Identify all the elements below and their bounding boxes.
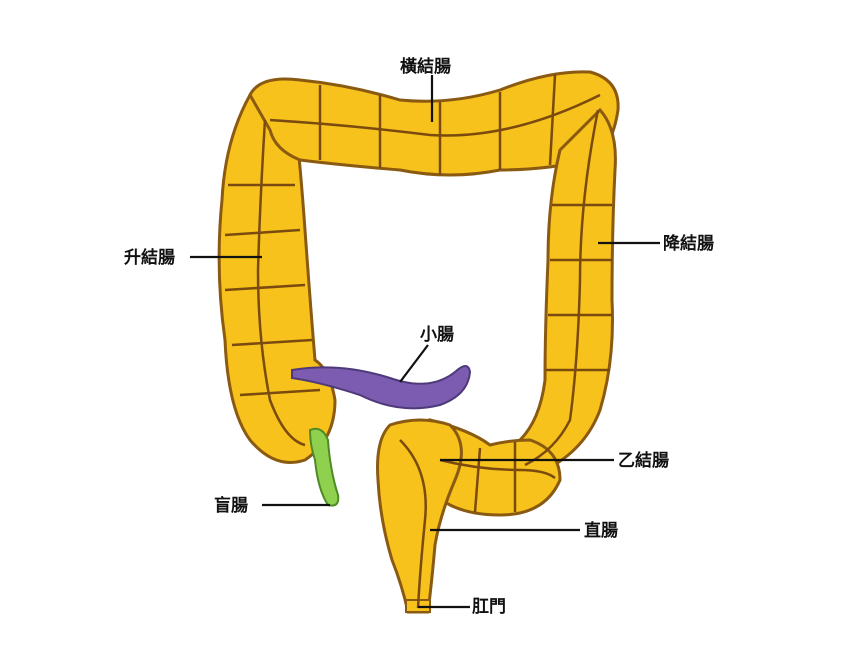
label-transverse-colon: 橫結腸 [400,56,451,77]
transverse-colon-shape [248,70,620,177]
label-small-intestine: 小腸 [420,325,454,345]
label-anus: 肛門 [472,597,506,617]
small-intestine-shape [291,365,472,410]
label-ascending-colon: 升結腸 [124,247,175,268]
appendix-shape [308,427,340,507]
label-descending-colon: 降結腸 [663,233,714,254]
descending-colon-shape [517,107,617,472]
label-sigmoid-colon: 乙結腸 [618,450,669,471]
small-intestine-leader [399,344,429,383]
label-appendix: 盲腸 [214,495,248,516]
rectum-shape [376,418,463,614]
haustra-lines [224,74,612,609]
label-rectum: 直腸 [584,520,618,541]
